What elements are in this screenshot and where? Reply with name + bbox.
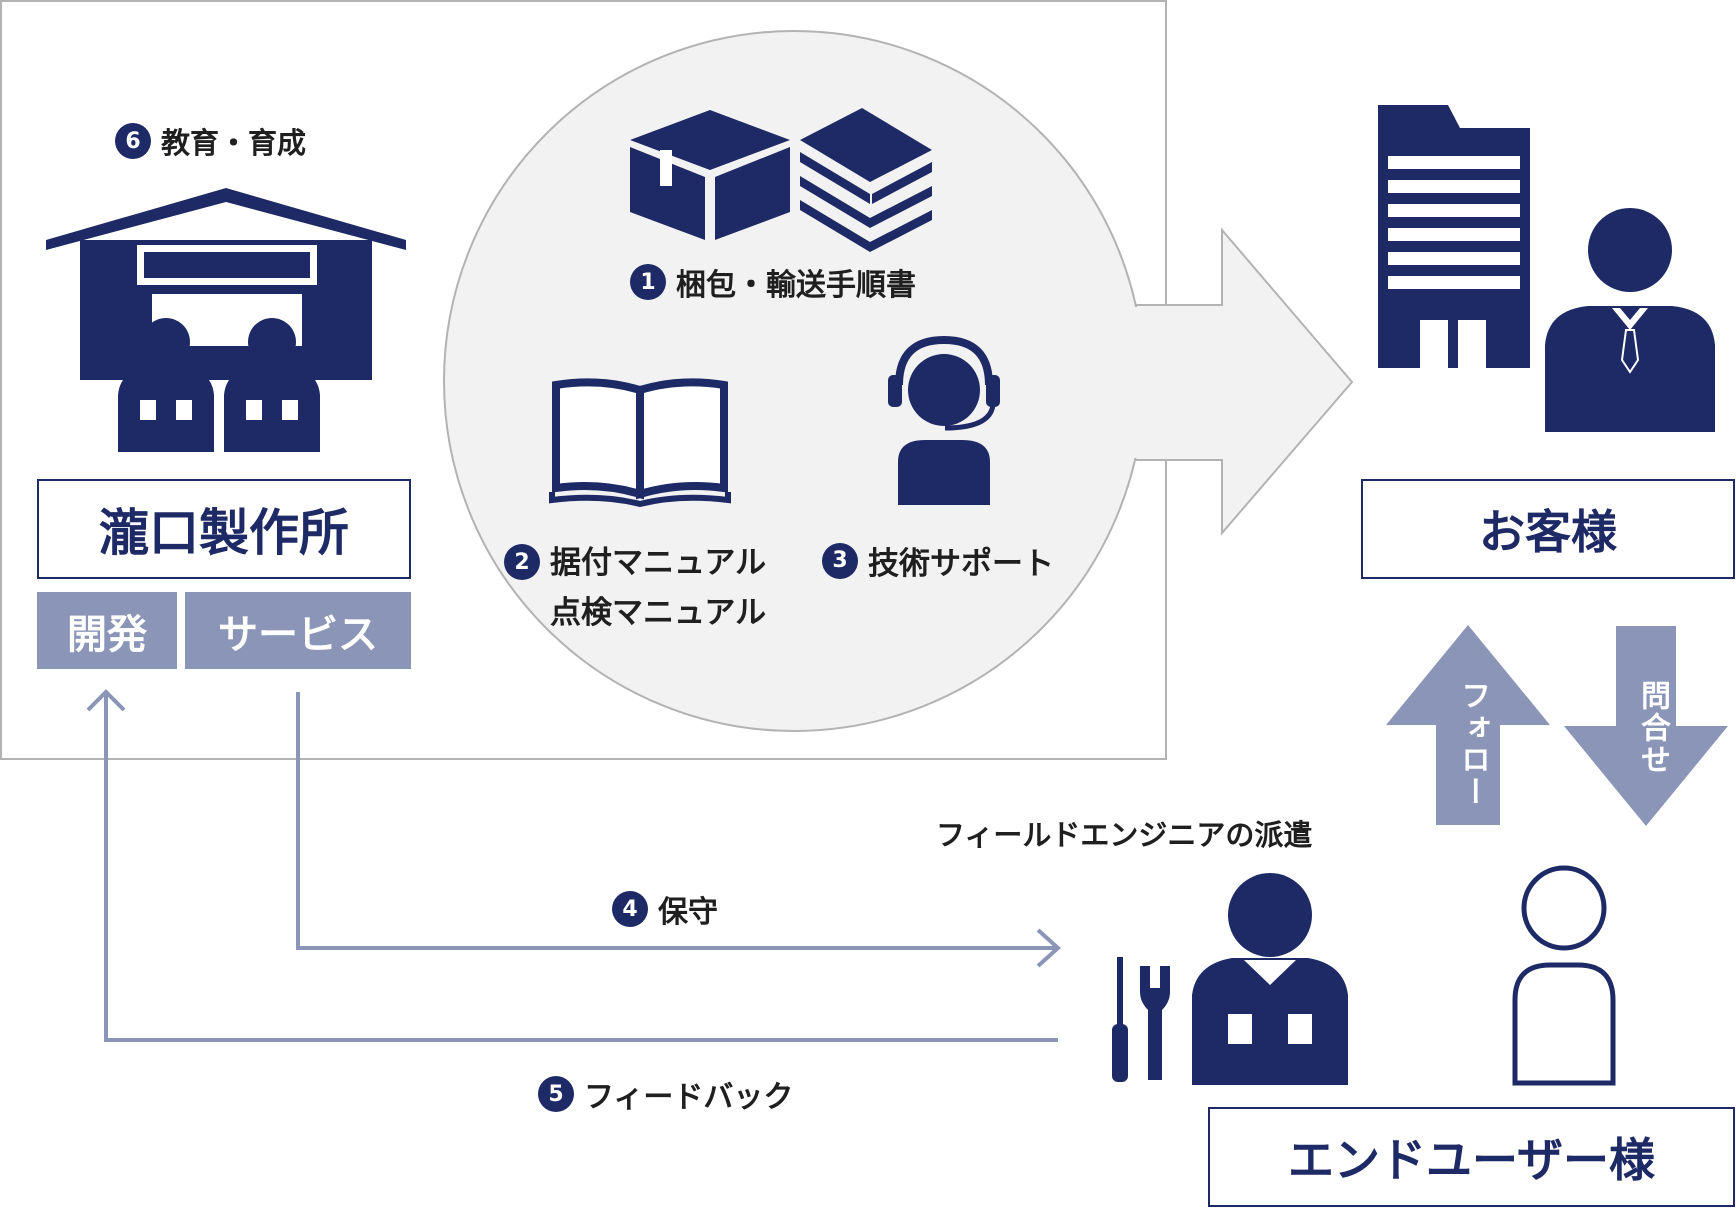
operator-headset-icon xyxy=(888,335,1000,505)
arrow-joint xyxy=(1090,307,1230,458)
customer-box: お客様 xyxy=(1361,479,1735,579)
packing-manual-label: 1 梱包・輸送手順書 xyxy=(630,260,916,304)
step-4-badge: 4 xyxy=(612,891,648,927)
books-icon xyxy=(800,108,932,252)
dispatch-label: フィールドエンジニアの派遣 xyxy=(936,818,1313,852)
feedback-label: 5 フィードバック xyxy=(538,1072,793,1116)
follow-text: フォロー xyxy=(1455,680,1490,808)
tag-service: サービス xyxy=(185,592,411,669)
company-name: 瀧口製作所 xyxy=(99,504,349,562)
company-name-box: 瀧口製作所 xyxy=(37,479,411,579)
customer-name: お客様 xyxy=(1479,505,1617,559)
inquiry-text: 問合せ xyxy=(1635,680,1670,776)
follow-arrow xyxy=(1386,625,1550,825)
feedback-arrowhead xyxy=(86,689,126,712)
box-icon xyxy=(630,110,790,240)
manual-icon xyxy=(549,378,731,508)
office-building-icon xyxy=(1378,105,1530,368)
step-2-badge: 2 xyxy=(504,544,540,580)
businessman-icon xyxy=(1545,208,1715,432)
worker-icon xyxy=(118,318,320,452)
maintenance-arrowhead xyxy=(1036,928,1061,968)
field-engineer-icon xyxy=(1192,873,1348,1085)
end-user-box: エンドユーザー様 xyxy=(1208,1107,1735,1207)
education-label: 6 教育・育成 xyxy=(115,120,306,162)
warehouse-icon xyxy=(46,188,406,380)
installation-manual-label: 2 据付マニュアル 点検マニュアル xyxy=(504,538,766,638)
step-5-badge: 5 xyxy=(538,1076,574,1112)
step-1-badge: 1 xyxy=(630,264,666,300)
feedback-line xyxy=(104,692,1058,1042)
tech-support-label: 3 技術サポート xyxy=(822,538,1054,583)
step-3-badge: 3 xyxy=(822,542,858,579)
education-text: 教育・育成 xyxy=(161,126,307,160)
maintenance-label: 4 保守 xyxy=(612,887,718,931)
person-outline-icon xyxy=(1512,865,1616,1086)
step-6-badge: 6 xyxy=(115,123,151,159)
inquiry-arrow xyxy=(1564,626,1728,826)
tag-development: 開発 xyxy=(37,592,177,669)
maintenance-line xyxy=(296,692,1058,950)
tools-icon xyxy=(1112,957,1170,1082)
end-user-name: エンドユーザー様 xyxy=(1287,1133,1656,1187)
